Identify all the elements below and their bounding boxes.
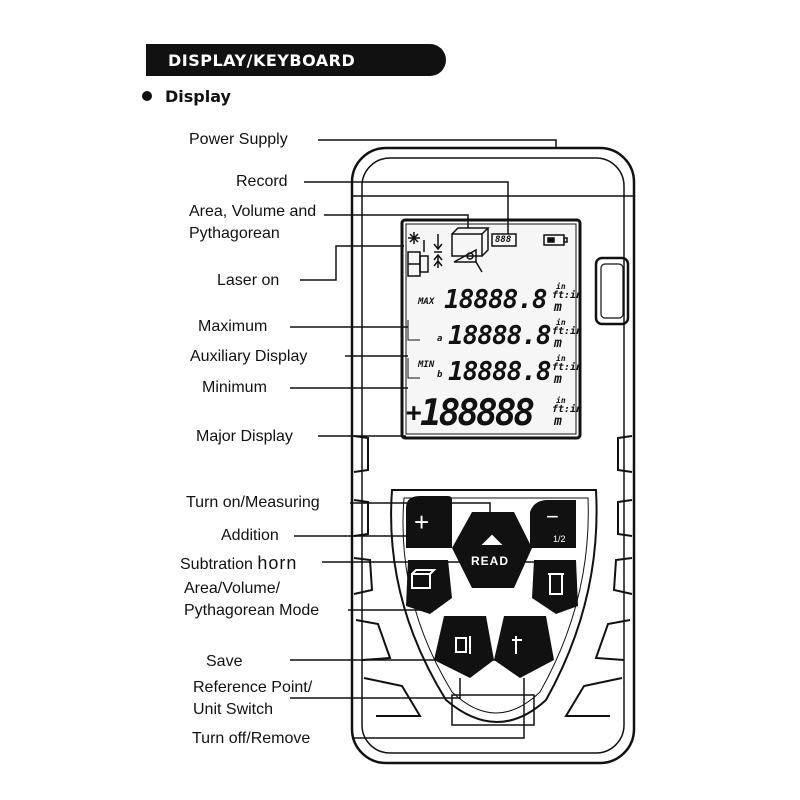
banner-title: DISPLAY/KEYBOARD (168, 51, 356, 70)
key-read-label[interactable]: READ (471, 554, 510, 568)
arrows-icon (433, 234, 443, 268)
key-off-shape (494, 616, 554, 678)
callout-area-mode-1: Area/Volume/ (184, 580, 281, 597)
lcd-unit-ftin-1: ft:in (552, 290, 583, 301)
lcd-unit-in-4: in (556, 396, 566, 405)
area-volume-icon (451, 227, 490, 273)
lcd-unit-in-1: in (556, 282, 566, 291)
lcd-row3-tag-b: b (437, 370, 443, 380)
side-button (594, 256, 630, 326)
callout-reference-2: Unit Switch (193, 701, 274, 718)
key-read-shape (452, 512, 532, 588)
callout-area-volume-1: Area, Volume and (189, 203, 317, 220)
lcd-max-tag: MAX (418, 297, 435, 307)
callout-laser-on: Laser on (217, 272, 280, 289)
key-reference-shape (434, 616, 494, 678)
record-icon (491, 233, 517, 247)
callout-minimum: Minimum (202, 379, 267, 396)
device-outer-body (350, 146, 636, 765)
battery-icon (543, 234, 568, 246)
left-grips (353, 435, 422, 717)
lcd-screen-frame (400, 218, 582, 440)
key-plus-shape (406, 496, 452, 548)
callout-auxiliary-display: Auxiliary Display (190, 348, 308, 365)
lcd-unit-in-3: in (556, 354, 566, 363)
side-button-inner (600, 263, 624, 319)
laser-icon (408, 232, 420, 244)
key-plus-label[interactable]: + (414, 507, 430, 537)
lcd-unit-m-1: m (554, 300, 562, 315)
lcd-unit-m-2: m (554, 336, 562, 351)
lcd-row2-tag: a (437, 334, 443, 344)
lcd-row1-value: 18888.8 (444, 285, 548, 315)
lcd-major-sign: + (406, 398, 422, 428)
leader-lines (290, 139, 557, 739)
callout-record: Record (236, 173, 288, 190)
callout-area-volume-2: Pythagorean (189, 225, 280, 242)
key-save-shape (532, 560, 578, 614)
lcd-row2-value: 18888.8 (448, 321, 552, 351)
bullet-dot (142, 91, 152, 101)
section-banner: DISPLAY/KEYBOARD (146, 44, 446, 76)
callout-reference-1: Reference Point/ (193, 679, 313, 696)
key-minus-label[interactable]: − (546, 504, 559, 529)
bottom-slot (451, 694, 535, 726)
lcd-row3-value: 18888.8 (448, 357, 552, 387)
callout-save: Save (206, 653, 243, 670)
key-minus-sub: 1/2 (553, 534, 566, 544)
lcd-unit-in-2: in (556, 318, 566, 327)
callout-subtration: Subtration horn (180, 554, 297, 574)
callout-subtration-text: Subtration (180, 556, 253, 573)
callout-area-mode-2: Pythagorean Mode (184, 602, 320, 619)
callout-horn-text: horn (257, 553, 298, 573)
callout-power-supply: Power Supply (189, 131, 288, 148)
callout-turn-on-measuring: Turn on/Measuring (186, 494, 320, 511)
lcd-unit-m-3: m (554, 372, 562, 387)
key-glyphs (411, 534, 564, 654)
lcd-unit-ftin-4: ft:in (552, 404, 583, 415)
callout-maximum: Maximum (198, 318, 268, 335)
section-title: Display (165, 87, 231, 106)
callout-major-display: Major Display (196, 428, 293, 445)
key-minus-shape (530, 500, 576, 548)
right-grips (564, 435, 633, 717)
keypad-outline (390, 489, 598, 723)
lcd-unit-ftin-3: ft:in (552, 362, 583, 373)
lcd-unit-ftin-2: ft:in (552, 326, 583, 337)
device-inner-body (361, 157, 625, 754)
lcd-min-tag: MIN (418, 360, 435, 370)
callout-addition: Addition (221, 527, 279, 544)
lcd-major-value: 188888 (420, 393, 535, 434)
reference-point-icon (407, 240, 429, 277)
lcd-unit-m-4: m (554, 414, 562, 429)
lcd-record-digits: 888 (495, 235, 512, 245)
callout-turn-off-remove: Turn off/Remove (192, 730, 311, 747)
